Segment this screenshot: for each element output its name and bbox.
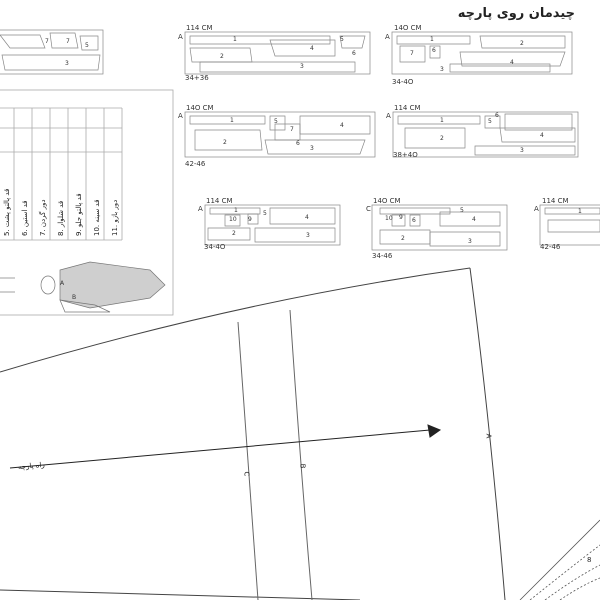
piece-num: 3 [300, 63, 304, 70]
layout-l7-size: 42-46 [540, 243, 561, 251]
layout-l6 [371, 204, 508, 251]
piece-num: 5 [274, 118, 278, 125]
piece-num: 5 [460, 207, 464, 214]
layout-l5 [204, 204, 341, 246]
piece-num: 1 [578, 208, 582, 215]
layout-l5-letter: A [198, 205, 203, 213]
piece-num: 2 [220, 53, 224, 60]
piece-num: 4 [340, 122, 344, 129]
piece-num: 2 [401, 235, 405, 242]
layout-l3-letter: A [178, 112, 183, 120]
grain-arrow [9, 424, 442, 469]
layout-l4 [392, 111, 579, 158]
measure-sheet [0, 89, 174, 316]
layout-l2-letter: A [385, 33, 390, 41]
piece-num: 7 [290, 126, 294, 133]
measure-row: 9. قد پالتو جلو [75, 193, 83, 236]
layout-l4-size: 38+4O [393, 151, 418, 159]
corner-number: 8 [587, 556, 592, 564]
layout-l1-width: 114 CM [186, 24, 213, 32]
measure-row: 10. قد سینه [93, 199, 101, 236]
line-a-label: A [484, 433, 493, 439]
layout-l7-letter: A [534, 205, 539, 213]
layout-l3 [184, 111, 376, 158]
layout-l1 [184, 31, 371, 75]
layout-l1-size: 34+36 [185, 74, 209, 82]
measure-row: 11. دور بازو [111, 199, 119, 236]
piece-num: 4 [310, 45, 314, 52]
layout-l4-letter: A [386, 112, 391, 120]
page-title: چیدمان روی پارچه [457, 6, 575, 21]
piece-num: 7 [66, 38, 70, 45]
layout-l3-width: 14O CM [186, 104, 214, 112]
piece-num: 2 [232, 230, 236, 237]
piece-num: 2 [520, 40, 524, 47]
measure-row: 6. قد استین [21, 200, 29, 236]
measure-row: 7. دور گردن [39, 199, 47, 236]
piece-num: 6 [296, 140, 300, 147]
piece-num: 3 [65, 60, 69, 67]
layout-l7 [539, 204, 600, 246]
piece-num: 1 [430, 36, 434, 43]
layout-l2 [391, 31, 573, 75]
piece-num: 5 [340, 36, 344, 43]
piece-num: 4 [472, 216, 476, 223]
piece-num: 4 [510, 59, 514, 66]
piece-num: 3 [306, 232, 310, 239]
piece-num: 1 [233, 36, 237, 43]
piece-num: 7 [45, 38, 49, 45]
corner-curves [519, 519, 600, 600]
layout-l6-width: 14O CM [373, 197, 401, 205]
body-figure [0, 261, 166, 313]
layout-l5-size: 34-4O [204, 243, 226, 251]
piece-num: 4 [540, 132, 544, 139]
piece-num: 3 [520, 147, 524, 154]
piece-num: 6 [432, 47, 436, 54]
piece-num: 4 [305, 214, 309, 221]
line-c-label: C [242, 471, 251, 477]
layout-l5-width: 114 CM [206, 197, 233, 205]
line-b-label: B [298, 463, 307, 469]
figure-label: A [60, 280, 65, 287]
piece-num: 10 [385, 215, 393, 222]
piece-num: 5 [488, 118, 492, 125]
piece-num: 2 [440, 135, 444, 142]
layout-l3-size: 42-46 [185, 160, 206, 168]
layout-l7-width: 114 CM [542, 197, 569, 205]
piece-num: 7 [410, 50, 414, 57]
piece-num: 6 [412, 217, 416, 224]
piece-num: 1 [230, 117, 234, 124]
pattern-piece [0, 267, 506, 600]
layout-l2-width: 14O CM [394, 24, 422, 32]
piece-num: 9 [248, 216, 252, 223]
piece-num: 2 [223, 139, 227, 146]
layout-l2-size: 34-4O [392, 78, 414, 86]
measure-row: 5. قد پالتو پشت [3, 188, 11, 236]
piece-num: 3 [310, 145, 314, 152]
piece-num: 5 [263, 210, 267, 217]
piece-num: 1 [440, 117, 444, 124]
layout-top-left [0, 29, 104, 75]
piece-num: 1 [234, 207, 238, 214]
piece-num: 3 [468, 238, 472, 245]
piece-num: 9 [399, 214, 403, 221]
piece-num: 6 [352, 50, 356, 57]
piece-num: 10 [229, 216, 237, 223]
layout-l6-size: 34-46 [372, 252, 393, 260]
piece-num: 5 [85, 42, 89, 49]
layout-l1-letter: A [178, 33, 183, 41]
layout-l6-letter: C [366, 205, 371, 213]
measure-row: 8. قد شلوار [57, 200, 65, 236]
layout-l4-width: 114 CM [394, 104, 421, 112]
figure-label: B [72, 294, 77, 301]
piece-num: 6 [495, 112, 499, 119]
piece-num: 3 [440, 66, 444, 73]
